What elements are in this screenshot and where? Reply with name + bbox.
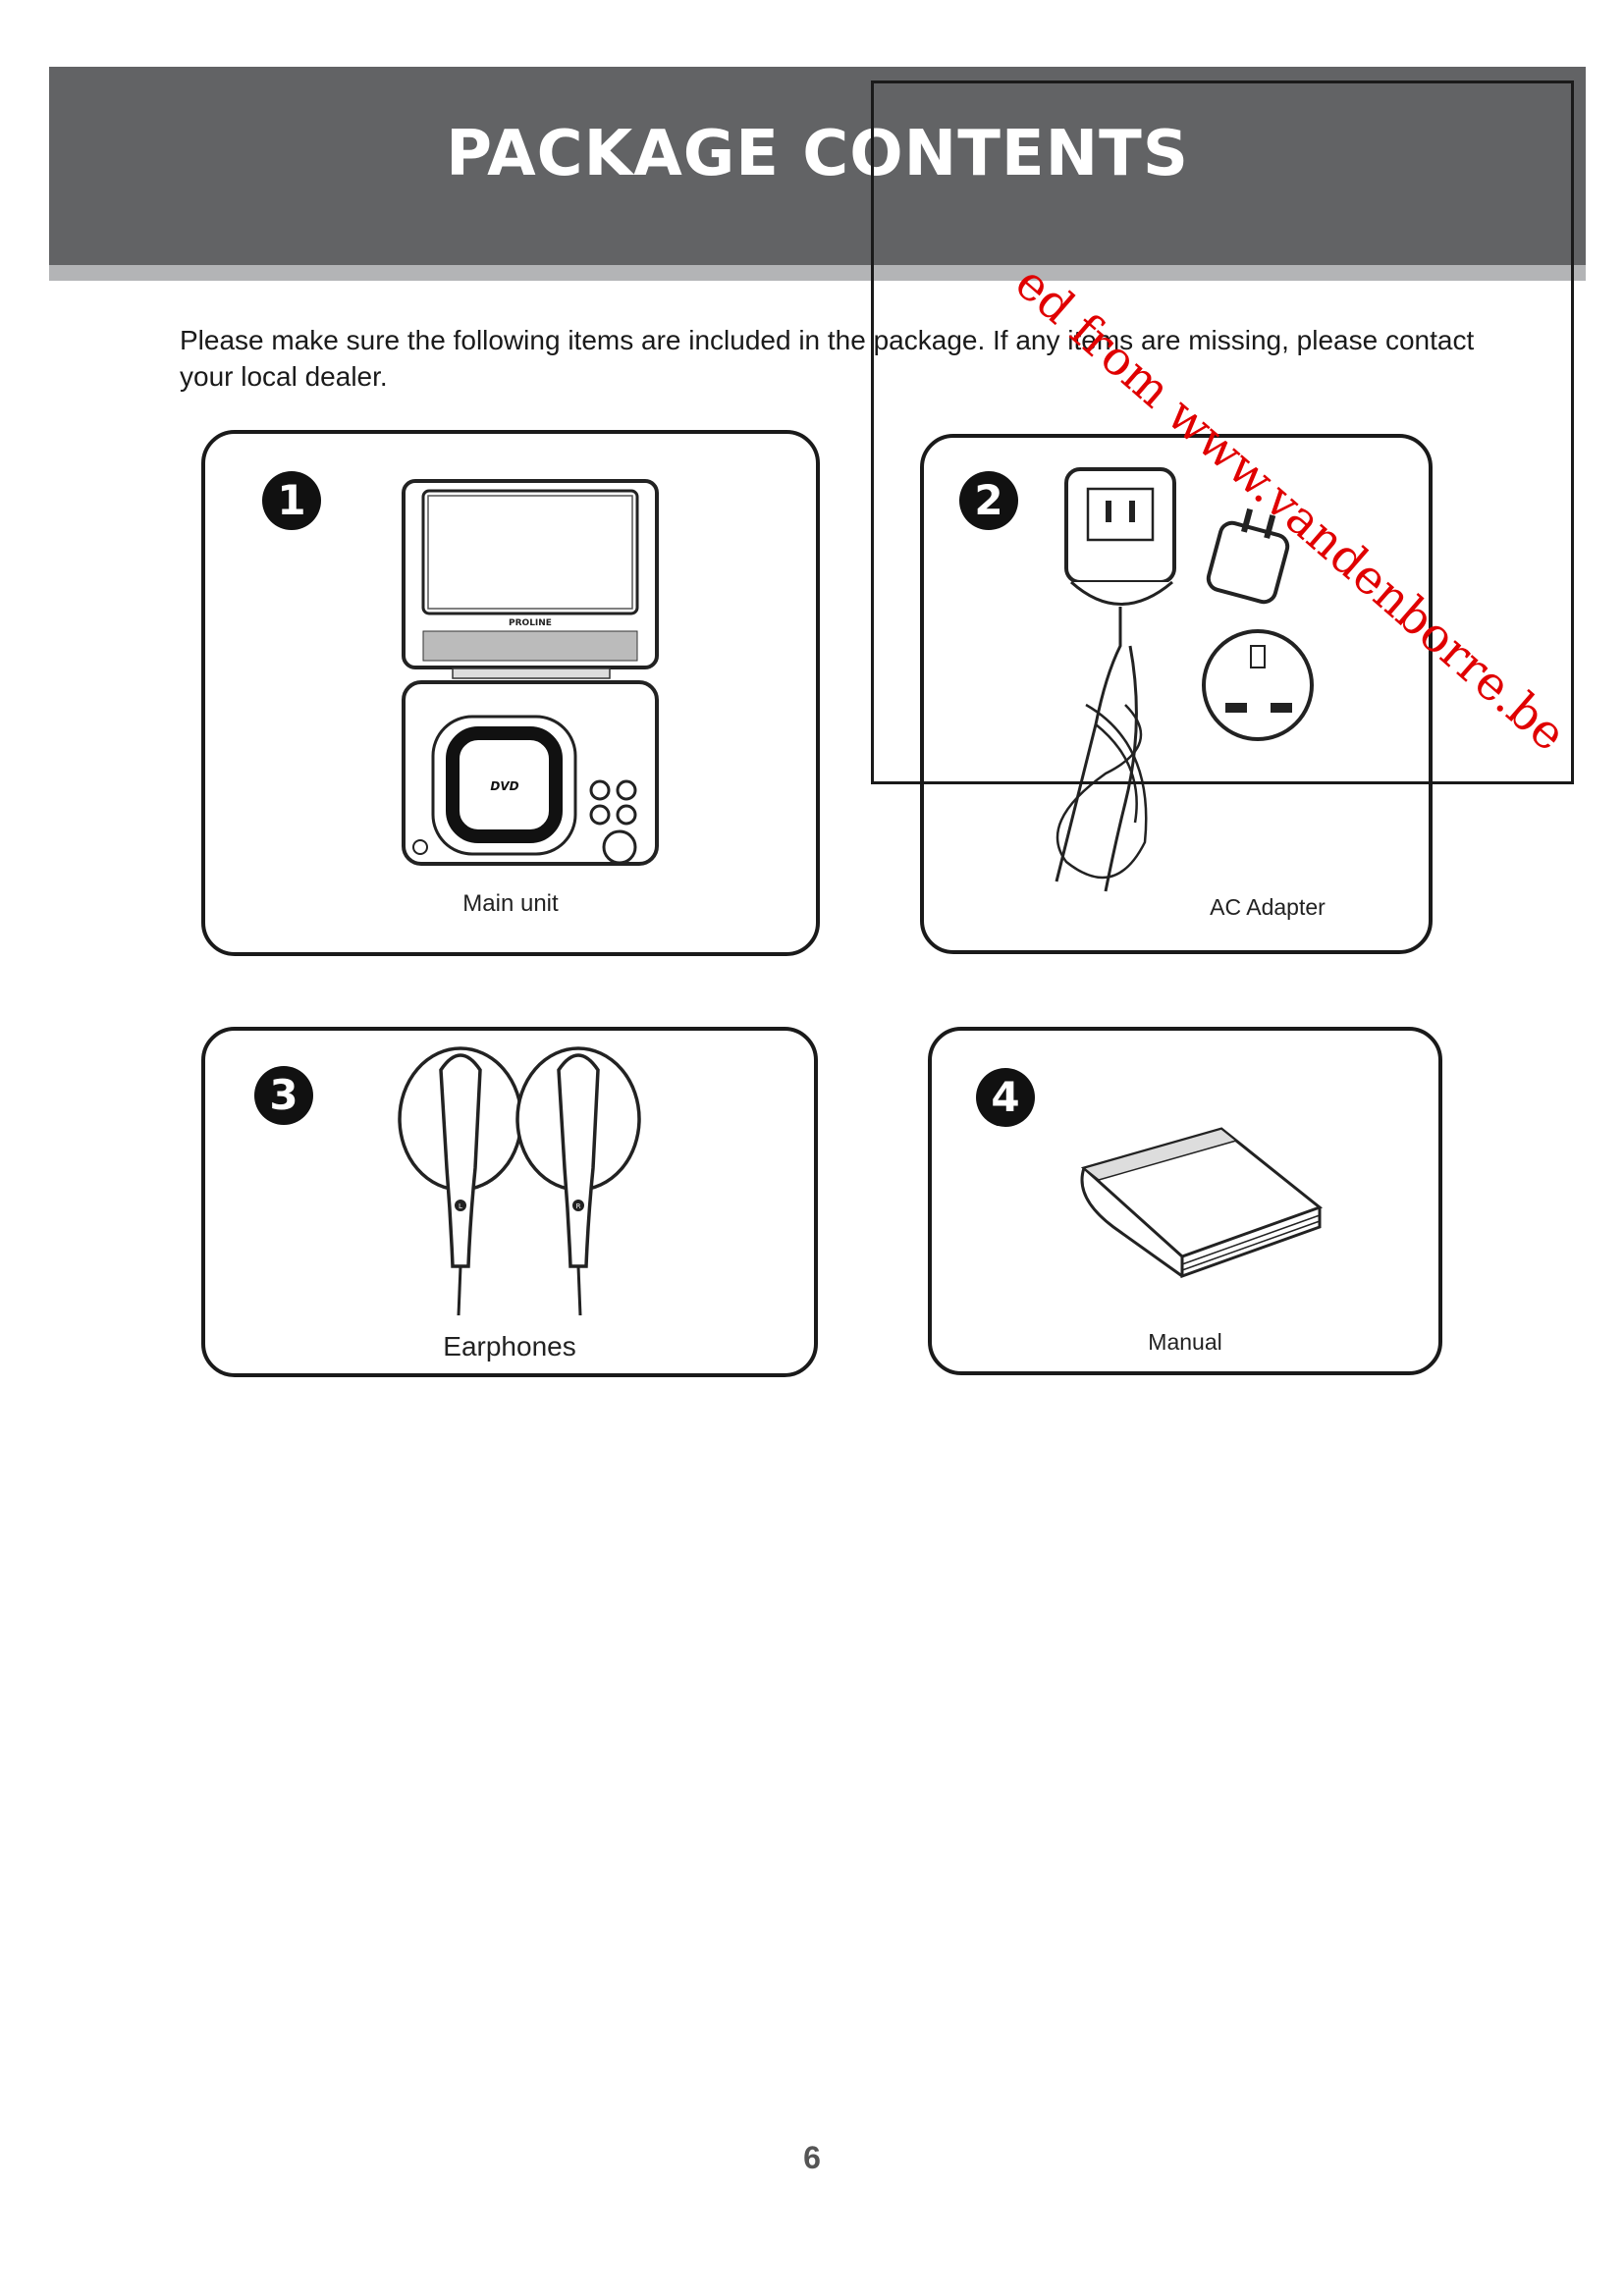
item-panel-manual: 4 Manual <box>928 1027 1442 1375</box>
manual-booklet-illustration <box>1074 1109 1329 1306</box>
caption-ac-adapter: AC Adapter <box>1101 894 1435 921</box>
caption-manual: Manual <box>932 1329 1438 1356</box>
dvd-logo: DVD <box>490 779 518 793</box>
item-panel-earphones: 3 L R Earphones <box>201 1027 818 1377</box>
item-number-badge: 4 <box>976 1068 1035 1127</box>
item-number-badge: 3 <box>254 1066 313 1125</box>
caption-earphones: Earphones <box>205 1331 814 1362</box>
right-earpiece-mark: R <box>576 1202 581 1210</box>
portable-dvd-player-illustration: PROLINE DVD <box>399 476 664 869</box>
item-number-badge: 1 <box>262 471 321 530</box>
brand-label: PROLINE <box>509 618 552 628</box>
caption-main-unit: Main unit <box>205 890 816 918</box>
left-earpiece-mark: L <box>459 1202 462 1210</box>
earphones-illustration: L R <box>392 1031 647 1325</box>
item-panel-main-unit: 1 PROLINE DVD Main unit <box>201 430 820 956</box>
page-number: 6 <box>0 2140 1624 2176</box>
